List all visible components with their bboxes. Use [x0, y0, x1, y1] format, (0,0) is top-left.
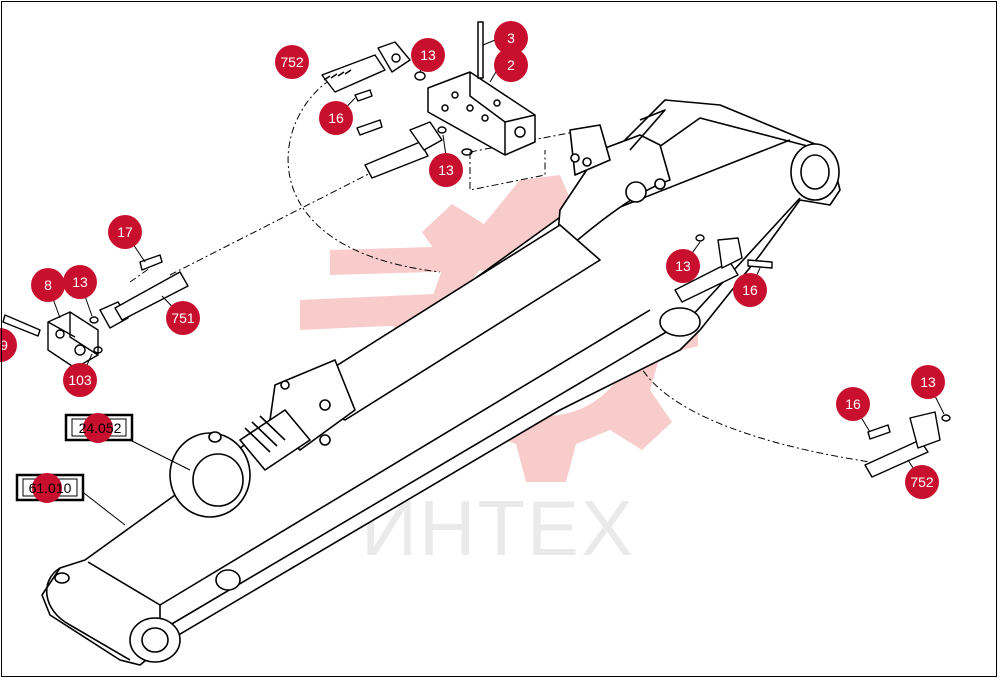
callout-label: 13	[675, 258, 691, 274]
callout-13[interactable]: 13	[411, 38, 445, 72]
callout-13[interactable]: 13	[429, 153, 463, 187]
callout-label: 16	[845, 396, 861, 412]
callout-751[interactable]: 751	[166, 301, 200, 335]
callout-16[interactable]: 16	[733, 273, 767, 307]
callout-label: 752	[910, 474, 934, 490]
callout-label: 13	[920, 374, 936, 390]
callout-label: 16	[742, 282, 758, 298]
callout-752[interactable]: 752	[275, 45, 309, 79]
callout-9[interactable]: 9	[0, 328, 17, 362]
reference-label: 61.010	[29, 480, 72, 496]
callout-752[interactable]: 752	[905, 465, 939, 499]
valve-block-upper	[427, 21, 536, 156]
hose-fitting-right	[674, 234, 951, 478]
reference-dot	[32, 473, 62, 503]
callout-label: 751	[171, 310, 195, 326]
reference-box-24-052[interactable]: 24.052	[64, 413, 134, 443]
callout-label: 13	[72, 274, 88, 290]
callout-label: 752	[280, 54, 304, 70]
callout-label: 2	[507, 57, 515, 73]
callout-13[interactable]: 13	[63, 265, 97, 299]
reference-box-61-010[interactable]: 61.010	[15, 473, 85, 503]
callouts: 3 2 752 13 16 13 17 8 13 751 9 103 13 16…	[0, 21, 945, 499]
callout-8[interactable]: 8	[31, 268, 65, 302]
callout-13[interactable]: 13	[666, 249, 700, 283]
callout-16[interactable]: 16	[836, 387, 870, 421]
callout-label: 13	[420, 47, 436, 63]
callout-label: 3	[507, 30, 515, 46]
callout-103[interactable]: 103	[63, 363, 97, 397]
callout-17[interactable]: 17	[108, 215, 142, 249]
boom-arm	[41, 99, 841, 666]
reference-label: 24.052	[79, 420, 122, 436]
callout-label: 8	[44, 277, 52, 293]
callout-16[interactable]: 16	[319, 101, 353, 135]
callout-label: 17	[117, 224, 133, 240]
callout-label: 16	[328, 110, 344, 126]
callout-13[interactable]: 13	[911, 365, 945, 399]
hydraulic-cylinder	[169, 224, 601, 518]
callout-label: 13	[438, 162, 454, 178]
hose-fitting-upper	[321, 41, 473, 179]
reference-dot	[83, 413, 113, 443]
callout-label: 9	[0, 337, 8, 353]
valve-group-left	[2, 254, 189, 369]
callout-2[interactable]: 2	[494, 48, 528, 82]
reference-boxes: 24.052 61.010	[15, 413, 134, 503]
callout-3[interactable]: 3	[494, 21, 528, 55]
callout-label: 103	[68, 372, 92, 388]
